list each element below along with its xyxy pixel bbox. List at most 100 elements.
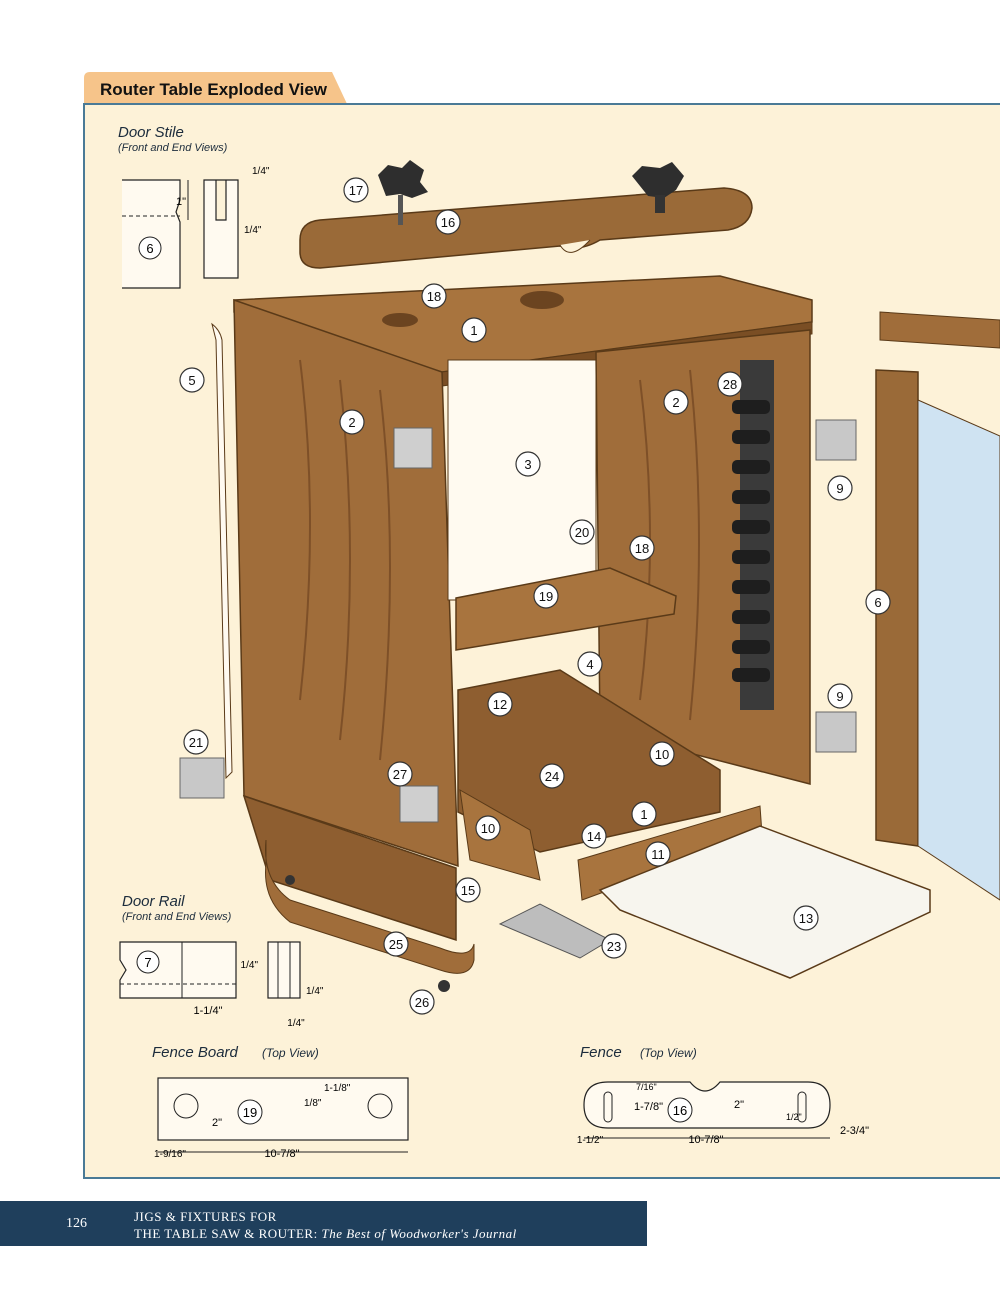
callout-6-stile [138,236,162,260]
drawer-panel [598,825,931,979]
footer-book-title-line2: THE TABLE SAW & ROUTER: The Best of Wood… [134,1226,517,1242]
callouts [179,177,891,1015]
fence-dim-len: 10-7/8" [688,1134,723,1146]
door-stile-end-view [203,179,239,279]
callout-12: 12 [493,697,507,712]
fence-title: Fence [580,1044,622,1061]
catch [179,757,225,799]
fence-dim-e: 2-3/4" [840,1125,869,1137]
back-panel-opening [447,359,597,601]
fence-part [299,187,753,269]
callout-6: 6 [874,595,881,610]
rail-dim-c: 1/4" [287,1018,305,1029]
fence-board-title: Fence Board [152,1044,239,1061]
fence-board-view: (Top View) [262,1046,319,1060]
rail-dim-len: 1-1/4" [194,1005,223,1017]
footer-line2-italic: The Best of Woodworker's Journal [321,1226,517,1241]
callout-21: 21 [189,735,203,750]
callout-27: 27 [393,767,407,782]
page-footer: 126 JIGS & FIXTURES FOR THE TABLE SAW & … [0,1201,647,1246]
base-platform [265,839,475,974]
callout-16-detail-label: 16 [673,1103,687,1118]
fence-dim-left: 1-1/2" [577,1135,604,1146]
callout-13: 13 [799,911,813,926]
stile-dim-1: 1" [176,196,186,208]
callout-18-shelf: 18 [635,541,649,556]
callout-7 [136,950,160,974]
fence-view: (Top View) [640,1046,697,1060]
callout-9-bottom: 9 [836,689,843,704]
callout-20: 20 [575,525,589,540]
door-rail-detail: Door Rail (Front and End Views) 7 1-1/4"… [119,893,324,1029]
footer-book-title-line1: JIGS & FIXTURES FOR [134,1209,277,1224]
door-stile-subtitle: (Front and End Views) [118,142,228,154]
fence-board-detail: Fence Board (Top View) 19 1-1/8" 1/8" 2"… [152,1044,409,1160]
fence-board-dim-len: 10-7/8" [264,1148,299,1160]
door-stile-title: Door Stile [118,124,184,141]
door-top-rail [879,311,1000,349]
fence-board-dim-top2: 1/8" [304,1098,322,1109]
fence-dim-c: 2" [734,1099,744,1111]
page-number: 126 [66,1216,87,1231]
back-strip [211,322,233,780]
callout-3: 3 [524,457,531,472]
shelf [455,567,677,651]
fence-detail: Fence (Top View) 16 7/16" 1-7/8" 2" 1/2"… [577,1044,869,1146]
knob-left [378,160,428,198]
callout-11: 11 [651,847,665,862]
fence-dim-d: 1/2" [786,1112,802,1122]
callout-23: 23 [607,939,621,954]
fence-board-outline [157,1077,409,1141]
latch-lower [399,785,439,823]
caster [438,980,450,992]
fence-board-dim-top: 1-1/8" [324,1083,351,1094]
knob-right [632,162,684,198]
callout-5: 5 [188,373,195,388]
fence-outline [583,1081,831,1129]
callout-19-detail-label: 19 [243,1105,257,1120]
hinge-top [815,419,857,461]
callout-24: 24 [545,769,559,784]
callout-4: 4 [586,657,593,672]
router-cabinet [179,160,1000,992]
callout-14: 14 [587,829,601,844]
callout-2-left: 2 [348,415,355,430]
callout-18-top: 18 [427,289,441,304]
fence-board-dim-h: 2" [212,1117,222,1129]
callout-9-top: 9 [836,481,843,496]
drawer [457,669,721,853]
callout-10-left: 10 [481,821,495,836]
door-stile-detail: Door Stile (Front and End Views) 6 1" 1/… [118,124,270,289]
callout-16: 16 [441,215,455,230]
callout-10-right: 10 [655,747,669,762]
door-glass [917,399,1000,901]
stile-dim-quarter-top: 1/4" [252,166,270,177]
stile-dim-quarter-side: 1/4" [244,225,262,236]
left-side-panel [233,298,459,868]
callout-7-label: 7 [144,955,151,970]
door-rail-end-view [267,941,301,999]
door-rail-title: Door Rail [122,893,185,910]
base-rack [242,794,457,942]
page-title: Router Table Exploded View [100,80,328,99]
callout-19-detail [237,1099,263,1125]
title-tab [84,72,348,106]
latch-upper [393,427,433,469]
fence-board-dim-left: 1-9/16" [154,1149,186,1160]
callout-1-bottom: 1 [640,807,647,822]
door-rail-subtitle: (Front and End Views) [122,911,232,923]
callout-28: 28 [723,377,737,392]
rail-dim-b: 1/4" [306,986,324,997]
callout-2-right: 2 [672,395,679,410]
callout-26: 26 [415,995,429,1010]
hinge-bottom [815,711,857,753]
rail-dim-a: 1/4" [241,960,259,971]
callout-25: 25 [389,937,403,952]
fence-dim-a: 7/16" [636,1082,657,1092]
callout-6-stile-label: 6 [146,241,153,256]
callout-16-detail [667,1097,693,1123]
door-stile-front-view [122,179,181,289]
callout-15: 15 [461,883,475,898]
fence-dim-b: 1-7/8" [634,1101,663,1113]
